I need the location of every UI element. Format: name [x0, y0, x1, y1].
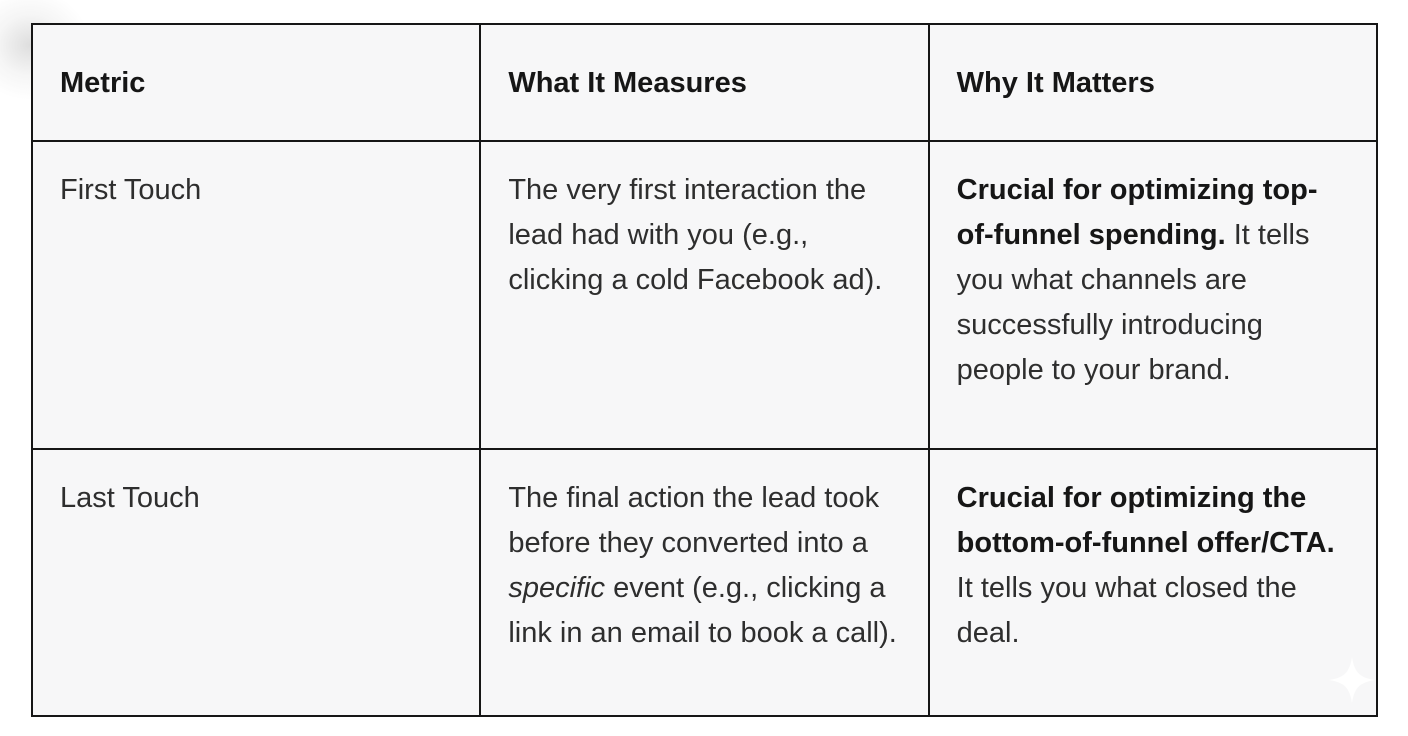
header-why-it-matters: Why It Matters: [927, 23, 1379, 142]
cell-matters-last-touch: Crucial for optimizing the bottom-of-fun…: [927, 448, 1379, 717]
cell-measures-first-touch: The very first interaction the lead had …: [479, 140, 930, 450]
table-row-last-touch: Last Touch The final action the lead too…: [30, 448, 1379, 717]
table-row-first-touch: First Touch The very first interaction t…: [30, 140, 1379, 450]
header-what-it-measures: What It Measures: [479, 23, 930, 142]
cell-metric-first-touch: First Touch: [30, 140, 482, 450]
cell-measures-last-touch: The final action the lead took before th…: [479, 448, 930, 717]
table-header-row: Metric What It Measures Why It Matters: [30, 23, 1379, 142]
cell-metric-last-touch: Last Touch: [30, 448, 482, 717]
header-metric: Metric: [30, 23, 482, 142]
attribution-metrics-table: Metric What It Measures Why It Matters F…: [30, 23, 1379, 717]
cell-matters-first-touch: Crucial for optimizing top-of-funnel spe…: [927, 140, 1379, 450]
